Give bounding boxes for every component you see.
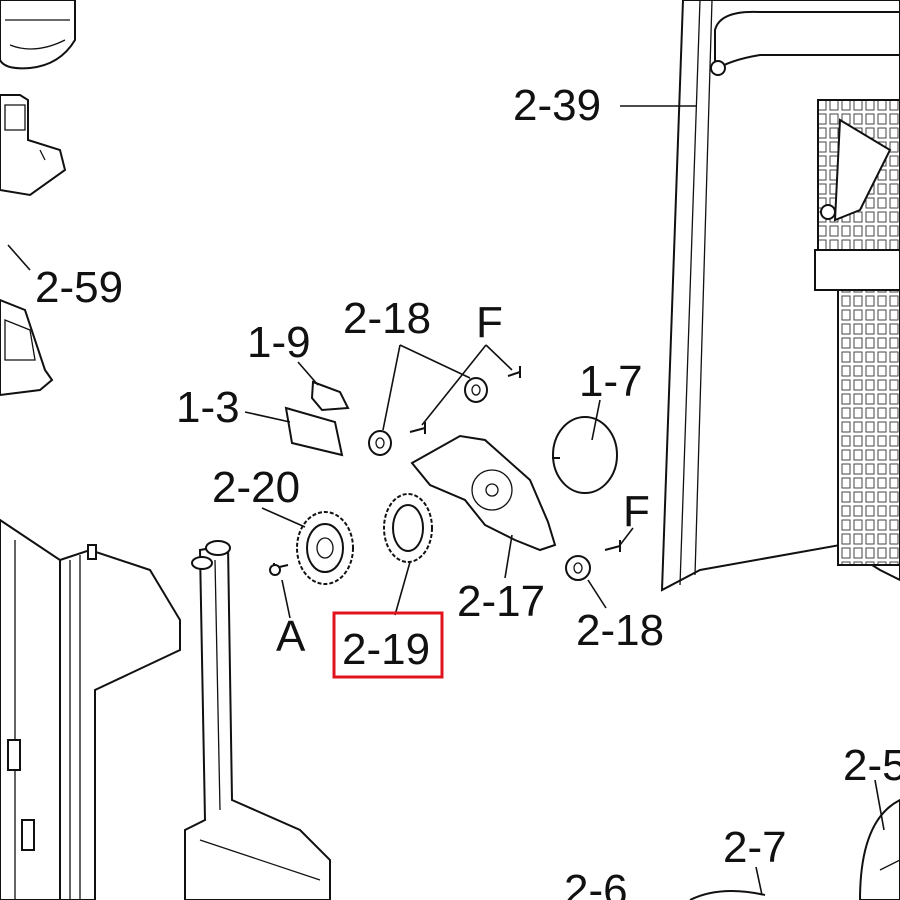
top-left-assembly <box>0 0 76 397</box>
screws-f <box>269 366 621 576</box>
part-2-17 <box>410 434 557 552</box>
label-2-20: 2-20 <box>212 463 300 512</box>
part-1-3 <box>284 406 344 457</box>
bottom-right-parts <box>689 798 900 900</box>
label-2-18-top: 2-18 <box>343 294 431 343</box>
label-2-17: 2-17 <box>457 577 545 626</box>
label-2-18-right: 2-18 <box>576 606 664 655</box>
part-2-19-gear <box>383 493 433 563</box>
label-1-3: 1-3 <box>176 383 240 432</box>
label-2-5: 2-5 <box>843 741 900 790</box>
left-frame <box>0 518 181 900</box>
leader-lines <box>7 105 885 896</box>
part-1-9 <box>310 380 350 412</box>
label-a: A <box>276 612 306 661</box>
part-2-18-rollers <box>368 377 591 581</box>
highlight-box-2-19 <box>332 611 444 679</box>
part-2-20-gear <box>296 511 354 585</box>
label-1-7: 1-7 <box>579 357 643 406</box>
label-f-right: F <box>623 487 650 536</box>
label-2-19: 2-19 <box>342 625 430 674</box>
part-1-7 <box>552 416 618 494</box>
label-2-39: 2-39 <box>513 81 601 130</box>
panel-2-39 <box>660 0 900 592</box>
label-2-6: 2-6 <box>564 866 628 900</box>
label-1-9: 1-9 <box>247 318 311 367</box>
label-2-59: 2-59 <box>35 263 123 312</box>
bottom-frame <box>184 540 331 900</box>
label-f-top: F <box>476 298 503 347</box>
label-2-7: 2-7 <box>723 823 787 872</box>
